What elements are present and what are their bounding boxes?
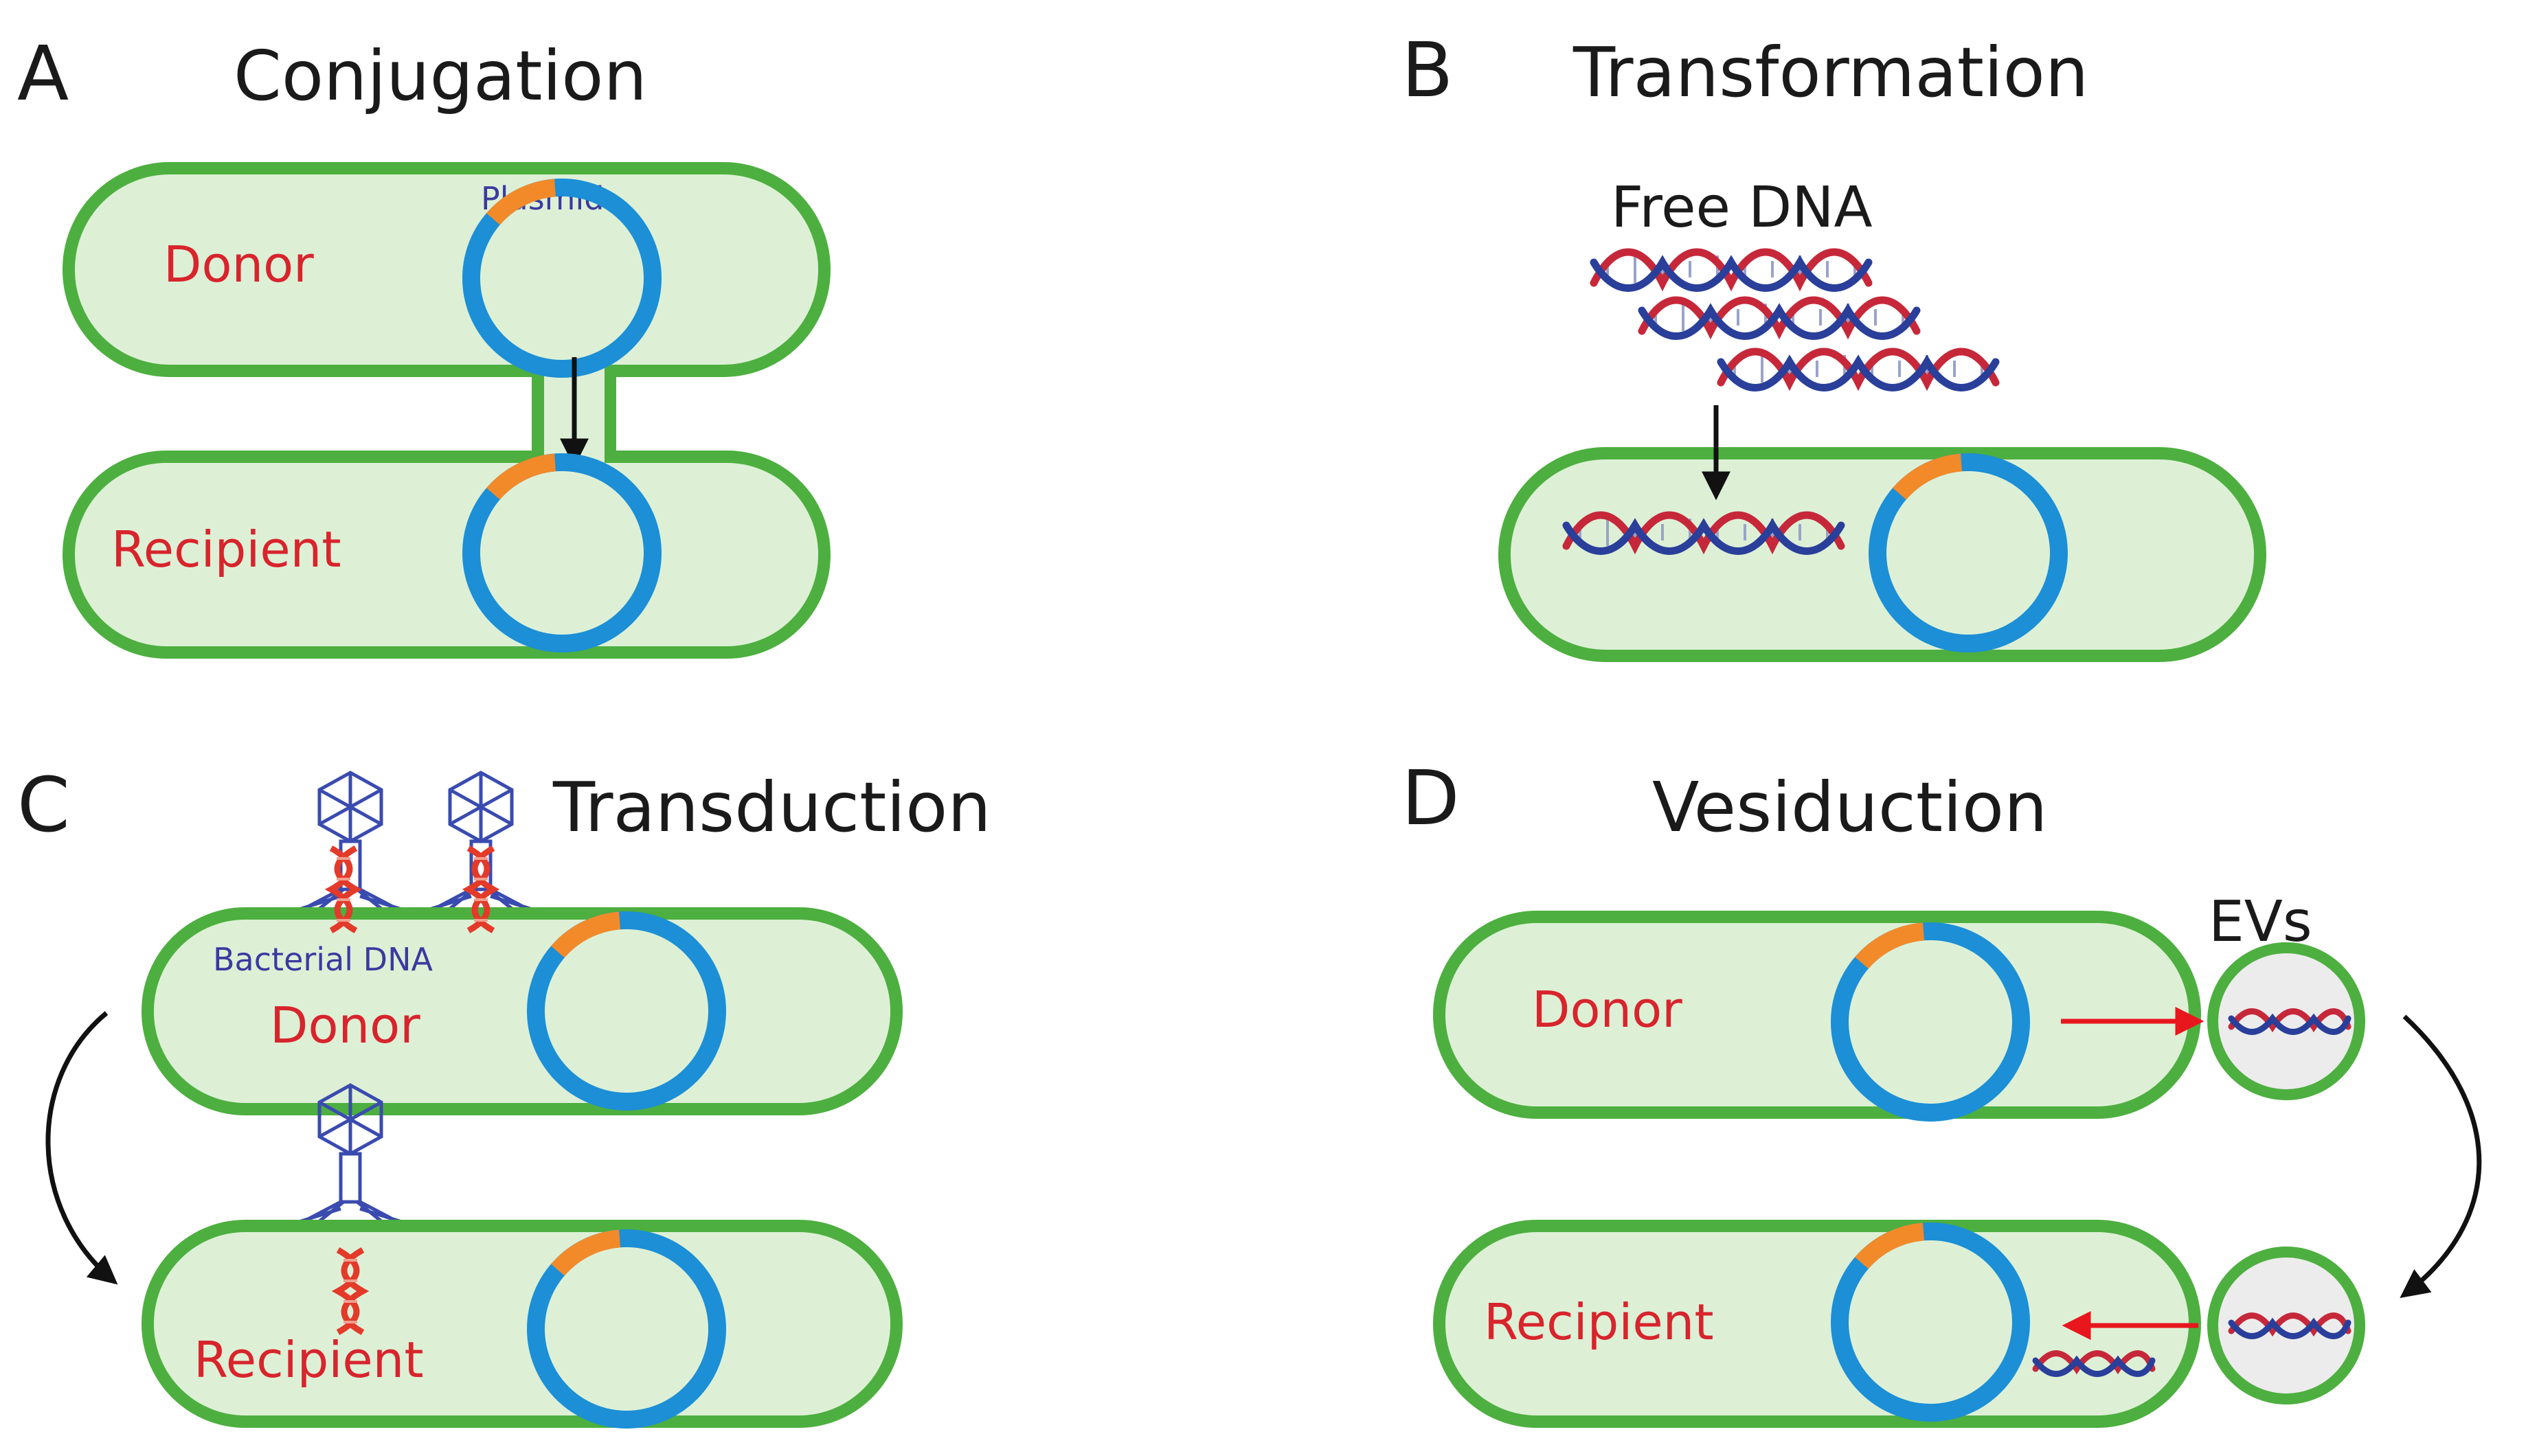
extracellular-vesicle-icon	[2207, 942, 2365, 1100]
extracellular-vesicle-icon	[2207, 1247, 2365, 1404]
panel-a-title: Conjugation	[234, 36, 647, 116]
panel-d-title: Vesiduction	[1652, 767, 2047, 848]
arrow-icon	[2400, 1014, 2482, 1299]
panel-b-letter: B	[1401, 26, 1453, 114]
panel-c-transduction: C Transduction Bacterial DNA Donor Recip…	[17, 761, 991, 1422]
recipient-label: Recipient	[1484, 1293, 1714, 1351]
panel-c-letter: C	[17, 761, 70, 849]
recipient-label: Recipient	[111, 521, 341, 578]
donor-label: Donor	[1532, 981, 1682, 1038]
dna-helix-icon	[1642, 300, 1917, 337]
dna-helix-icon	[1594, 252, 1869, 288]
recipient-label: Recipient	[194, 1331, 424, 1389]
bacterial-dna-label: Bacterial DNA	[213, 941, 433, 978]
panel-a-letter: A	[17, 30, 69, 117]
panel-b-transformation: B Transformation Free DNA	[1401, 26, 2266, 662]
recipient-cell	[142, 1220, 903, 1428]
panel-d-letter: D	[1401, 754, 1460, 842]
arrow-icon	[45, 1011, 118, 1285]
dna-helix-icon	[1721, 352, 1996, 388]
panel-b-title: Transformation	[1572, 32, 2088, 113]
donor-label: Donor	[163, 236, 314, 293]
donor-label: Donor	[270, 997, 420, 1054]
panel-d-vesiduction: D Vesiduction EVs Donor Recipient	[1401, 754, 2482, 1428]
panel-c-title: Transduction	[552, 767, 991, 848]
panel-a-conjugation: A Conjugation Donor Plasmid Recipient	[17, 30, 831, 659]
free-dna-label: Free DNA	[1611, 175, 1873, 240]
